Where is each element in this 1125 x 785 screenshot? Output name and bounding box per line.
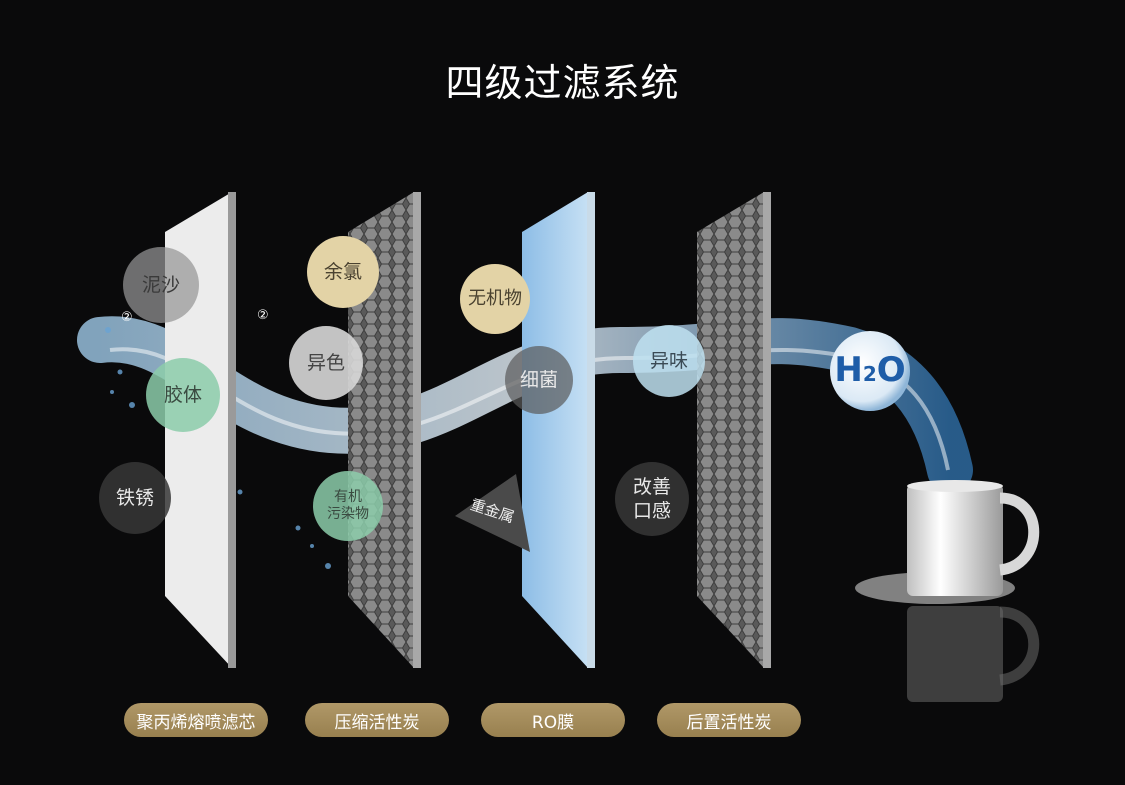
marker-2: ② — [257, 308, 269, 323]
carbon-filter-panel — [348, 192, 414, 668]
post-carbon-filter-panel — [697, 192, 764, 668]
mug-body — [907, 484, 1003, 596]
bubble-inorganic: 无机物 — [460, 264, 530, 334]
marker-1: ② — [121, 310, 133, 325]
bubble-rust: 铁锈 — [99, 462, 171, 534]
heavy-metal-arrow — [455, 474, 530, 552]
filter-label-carbon: 压缩活性炭 — [305, 703, 449, 737]
page-title: 四级过滤系统 — [445, 61, 680, 105]
ro-membrane-panel — [522, 192, 588, 668]
bubble-chlorine: 余氯 — [307, 236, 379, 308]
h2o-label: H2O — [834, 350, 906, 390]
bubble-bacteria: 细菌 — [505, 346, 573, 414]
bubble-mud: 泥沙 — [123, 247, 199, 323]
h2o-sphere — [830, 331, 910, 411]
filter-label-ro: RO膜 — [481, 703, 625, 737]
filter-label-post: 后置活性炭 — [657, 703, 801, 737]
bubble-color: 异色 — [289, 326, 363, 400]
bubble-organic: 有机 污染物 — [313, 471, 383, 541]
bubble-colloid: 胶体 — [146, 358, 220, 432]
filter-label-pp: 聚丙烯熔喷滤芯 — [124, 703, 268, 737]
bubble-taste: 改善 口感 — [615, 462, 689, 536]
bubble-odor: 异味 — [633, 325, 705, 397]
